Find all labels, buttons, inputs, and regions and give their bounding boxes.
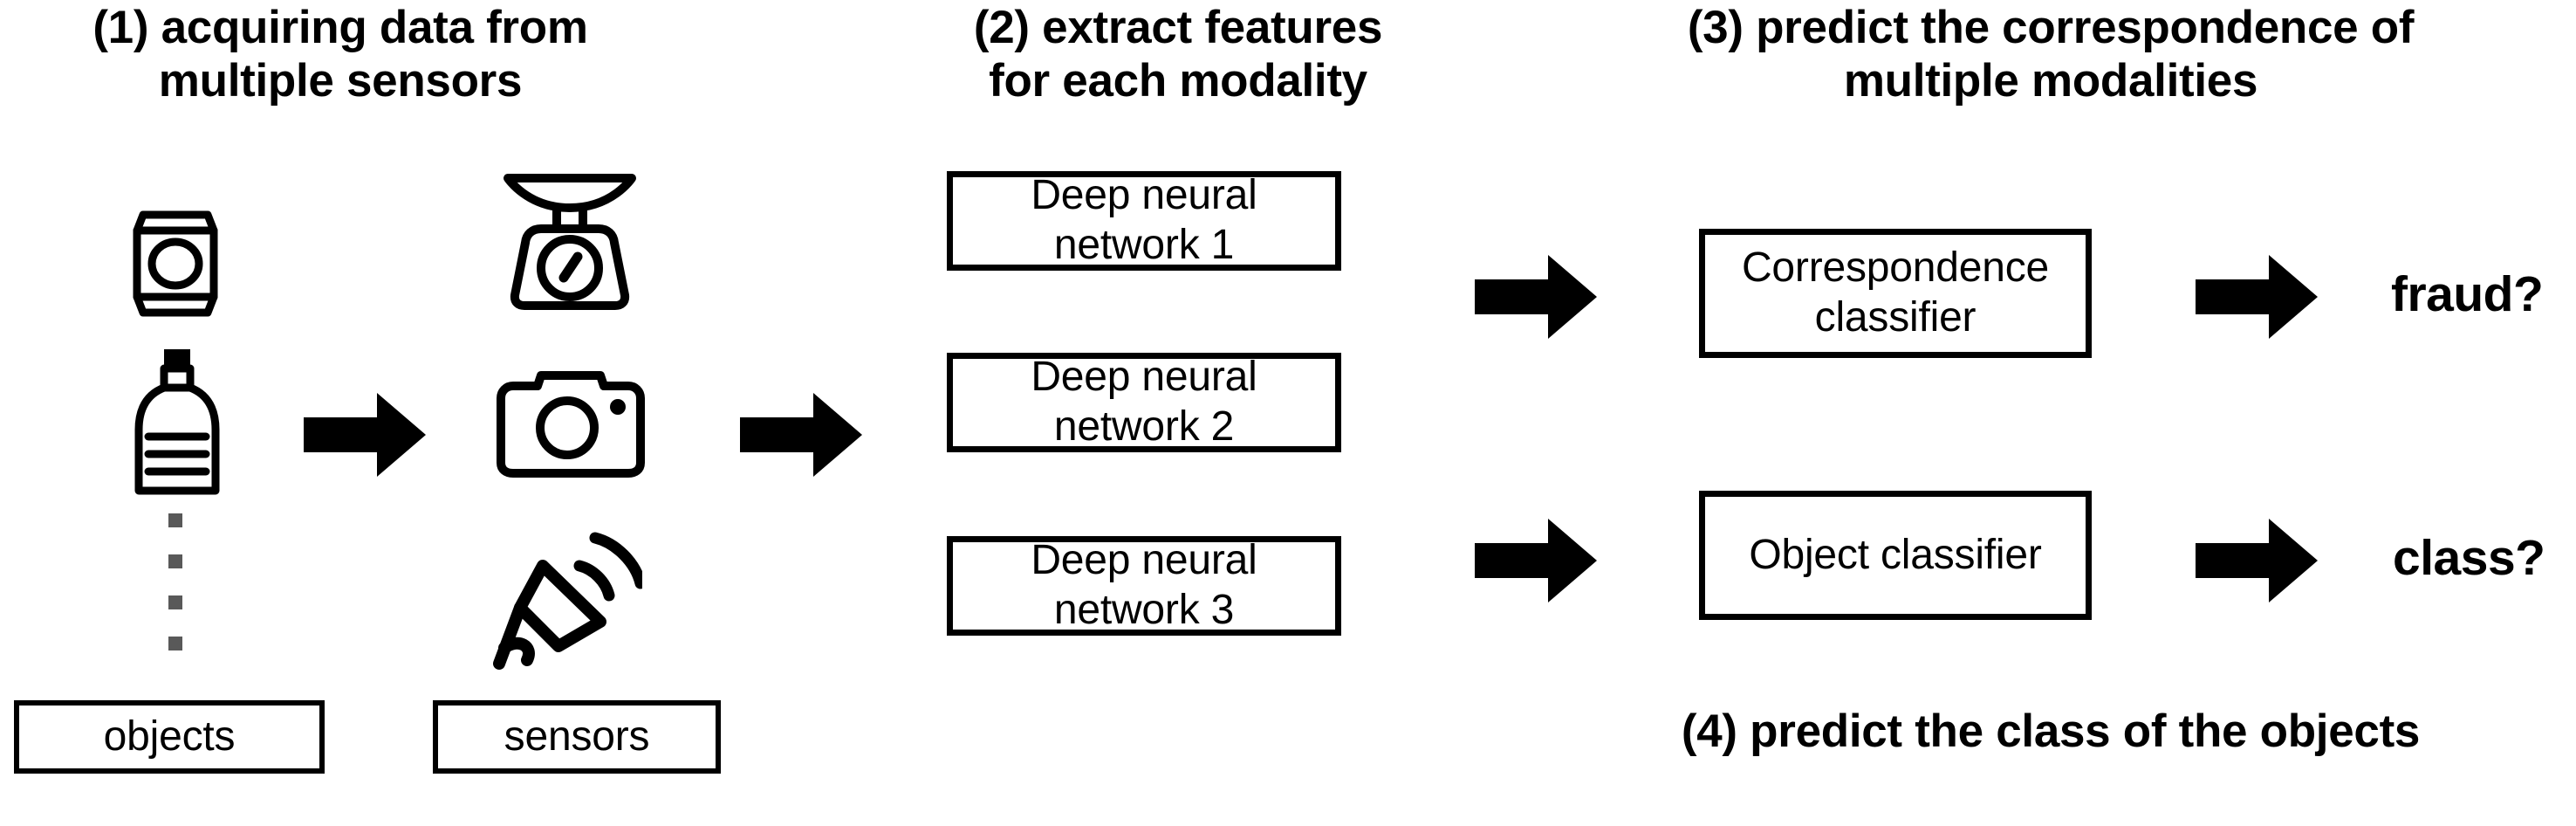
- deep-neural-network-2-box: Deep neural network 2: [947, 353, 1341, 452]
- correspondence-classifier-box: Correspondence classifier: [1699, 229, 2092, 358]
- arrow-right-icon: [2196, 255, 2318, 343]
- objects-group-box: objects: [14, 700, 325, 774]
- kitchen-scale-icon: [503, 168, 637, 311]
- arrow-right-icon: [2196, 519, 2318, 607]
- heading-step-4: (4) predict the class of the objects: [1681, 706, 2421, 757]
- arrow-right-icon: [304, 393, 426, 481]
- sensors-group-box: sensors: [433, 700, 721, 774]
- heading-step-3: (3) predict the correspondence of multip…: [1687, 2, 2415, 107]
- arrow-right-icon: [1475, 255, 1597, 343]
- camera-icon: [496, 370, 646, 478]
- object-classifier-box: Object classifier: [1699, 491, 2092, 620]
- vertical-dots-icon: [157, 513, 194, 650]
- arrow-right-icon: [1475, 519, 1597, 607]
- arrow-right-icon: [740, 393, 862, 481]
- fraud-output-label: fraud?: [2391, 266, 2544, 322]
- heading-step-1: (1) acquiring data from multiple sensors: [92, 2, 588, 107]
- heading-step-2: (2) extract features for each modality: [973, 2, 1383, 107]
- plastic-bottle-icon: [129, 346, 223, 496]
- deep-neural-network-1-box: Deep neural network 1: [947, 171, 1341, 271]
- beverage-can-icon: [124, 208, 227, 320]
- megaphone-icon: [489, 524, 642, 679]
- class-output-label: class?: [2393, 530, 2545, 586]
- deep-neural-network-3-box: Deep neural network 3: [947, 536, 1341, 636]
